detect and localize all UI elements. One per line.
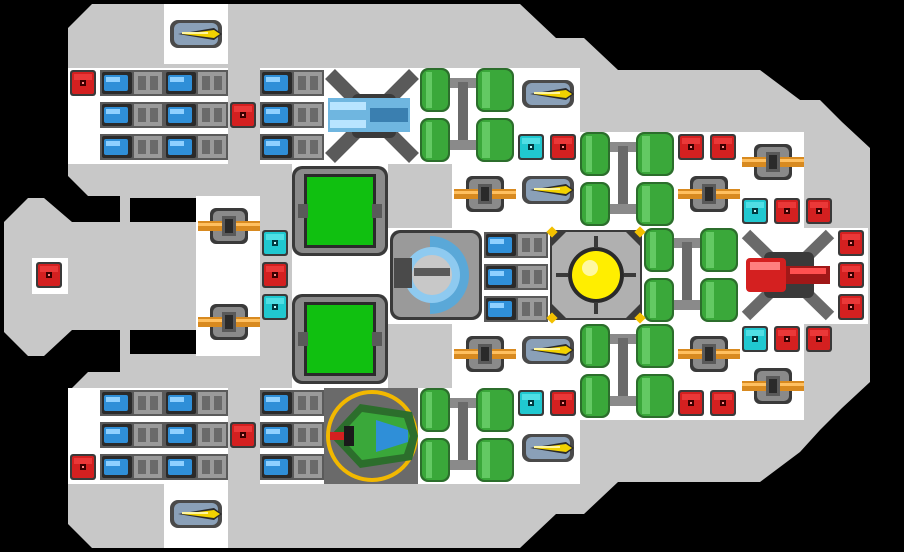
armor-block-red[interactable] [838,294,864,320]
armor-block-red[interactable] [806,198,832,224]
laser-turret[interactable] [170,500,222,528]
armor-block-cyan[interactable] [742,198,768,224]
railgun[interactable] [325,69,419,163]
armor-block-red[interactable] [678,390,704,416]
reactor-core[interactable] [546,226,646,324]
armor-block-red[interactable] [838,230,864,256]
armor-block-red[interactable] [36,262,62,288]
armor-block-red[interactable] [678,134,704,160]
armor-block-cyan[interactable] [518,390,544,416]
armor-block-cyan[interactable] [262,230,288,256]
thruster[interactable] [164,454,228,480]
thruster[interactable] [100,70,164,96]
armor-block-cyan[interactable] [742,326,768,352]
armor-block-cyan[interactable] [262,294,288,320]
plasma-cannon[interactable] [741,229,835,321]
thruster[interactable] [260,70,324,96]
cargo-bay[interactable] [292,166,388,256]
armor-block-red[interactable] [70,70,96,96]
armor-block-red[interactable] [774,198,800,224]
armor-block-red[interactable] [838,262,864,288]
thruster[interactable] [484,264,548,290]
armor-block-red[interactable] [774,326,800,352]
armor-block-red[interactable] [230,422,256,448]
thruster[interactable] [100,454,164,480]
laser-turret[interactable] [170,20,222,48]
thruster[interactable] [260,390,324,416]
thruster[interactable] [164,102,228,128]
thruster[interactable] [100,102,164,128]
thruster[interactable] [164,70,228,96]
cockpit[interactable] [324,388,418,484]
thruster[interactable] [100,422,164,448]
cargo-bay[interactable] [292,294,388,384]
laser-turret[interactable] [522,336,574,364]
thruster[interactable] [100,134,164,160]
armor-block-red[interactable] [710,390,736,416]
armor-block-red[interactable] [550,390,576,416]
thruster[interactable] [260,102,324,128]
armor-block-red[interactable] [230,102,256,128]
thruster-bank-lower [100,390,324,480]
laser-turret[interactable] [522,80,574,108]
armor-block-red[interactable] [806,326,832,352]
thruster[interactable] [260,454,324,480]
laser-turret[interactable] [522,434,574,462]
thruster[interactable] [260,134,324,160]
thruster[interactable] [164,390,228,416]
thruster[interactable] [100,390,164,416]
armor-block-red[interactable] [710,134,736,160]
armor-block-cyan[interactable] [518,134,544,160]
thruster[interactable] [164,422,228,448]
armor-block-red[interactable] [70,454,96,480]
thruster[interactable] [484,232,548,258]
thruster[interactable] [260,422,324,448]
thruster-bank-upper [100,70,324,160]
thruster[interactable] [484,296,548,322]
armor-block-red[interactable] [262,262,288,288]
laser-turret[interactable] [522,176,574,204]
armor-block-red[interactable] [550,134,576,160]
thruster[interactable] [164,134,228,160]
shield-generator[interactable] [390,230,482,320]
